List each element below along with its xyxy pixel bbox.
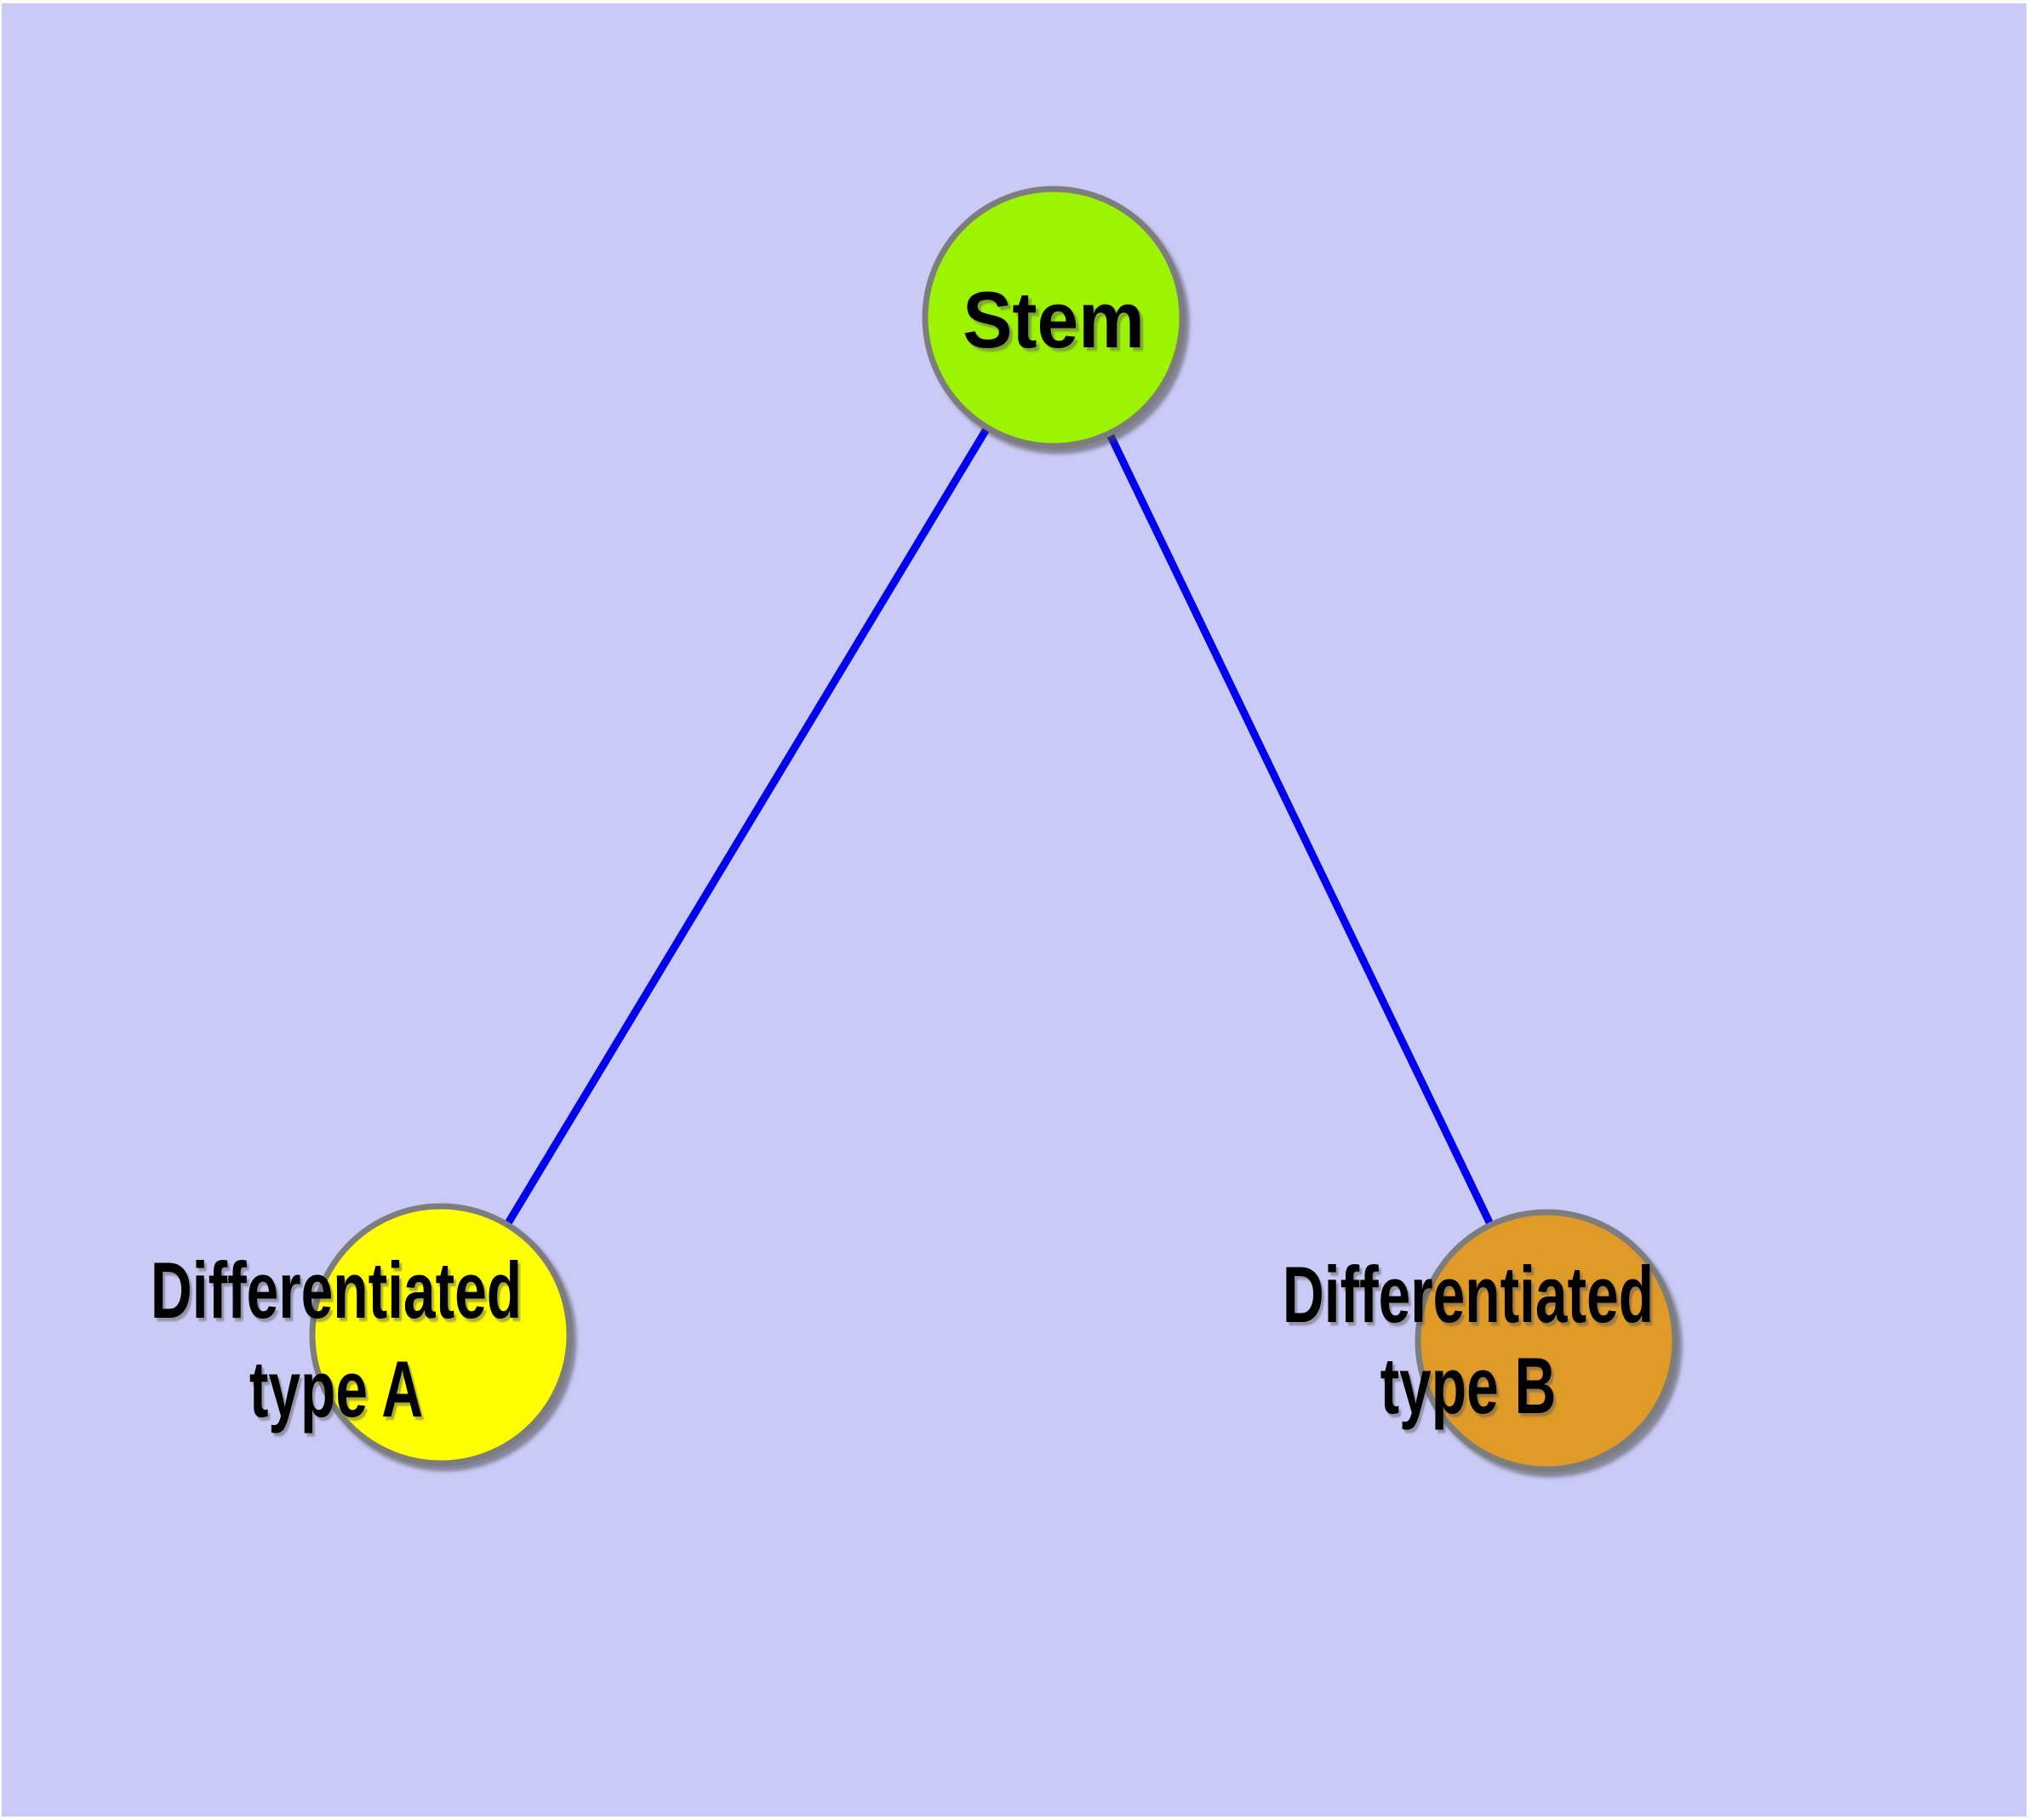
- node-differentiated-type-b-circle: [1415, 1209, 1678, 1473]
- node-labels: Stem Differentiated type A Differentiate…: [151, 276, 1654, 1434]
- node-stem-circle: [922, 186, 1186, 449]
- edge-stem-to-differentiated-type-a: [437, 315, 1057, 1337]
- node-differentiated-type-a-circle: [309, 1203, 573, 1467]
- node-differentiated-type-a-label-line1: Differentiated: [151, 1246, 522, 1335]
- edges: [437, 315, 1551, 1342]
- node-stem-label: Stem: [963, 276, 1145, 365]
- node-differentiated-type-b-label-line2: type B: [1380, 1342, 1557, 1430]
- edge-stem-to-differentiated-type-b: [1049, 316, 1551, 1342]
- node-differentiated-type-b-label-line1: Differentiated: [1283, 1251, 1654, 1339]
- nodes: [309, 186, 1678, 1473]
- node-differentiated-type-a-label-line2: type A: [249, 1345, 423, 1434]
